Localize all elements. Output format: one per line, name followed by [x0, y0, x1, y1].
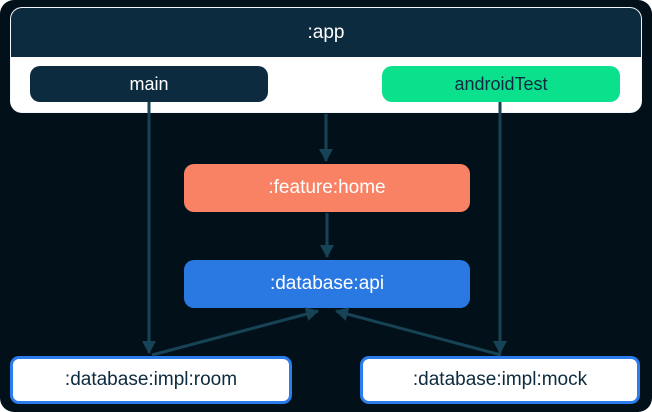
node-feature-home: :feature:home: [184, 164, 470, 212]
node-database-impl-mock: :database:impl:mock: [360, 356, 640, 404]
variant-main-label: main: [129, 73, 169, 94]
variant-androidtest: androidTest: [382, 66, 620, 102]
node-database-impl-mock-label: :database:impl:mock: [412, 369, 588, 390]
edge-database-impl-room-to-database-api: [151, 307, 319, 357]
app-label: :app: [307, 21, 345, 43]
node-database-api: :database:api: [184, 260, 470, 308]
node-feature-home-label: :feature:home: [268, 177, 386, 198]
app-header: :app: [11, 8, 641, 57]
node-database-api-label: :database:api: [269, 273, 385, 294]
node-app: :app main androidTest: [10, 7, 642, 113]
node-database-impl-room-label: :database:impl:room: [64, 369, 238, 390]
app-body: main androidTest: [11, 57, 641, 112]
node-database-impl-room: :database:impl:room: [10, 356, 292, 404]
edge-database-impl-mock-to-database-api: [335, 307, 502, 357]
variant-main: main: [30, 66, 268, 102]
variant-androidtest-label: androidTest: [454, 73, 548, 94]
